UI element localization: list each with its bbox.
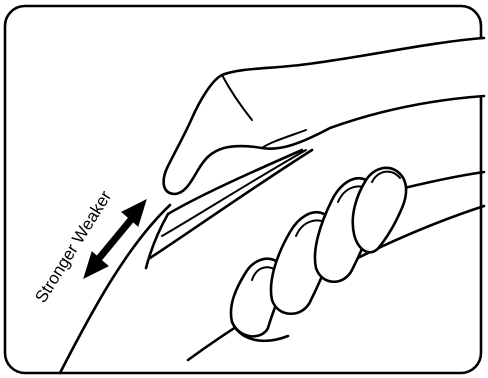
palm-outline — [230, 320, 290, 343]
knuckle-line — [221, 74, 253, 121]
top-hand — [162, 36, 486, 196]
frame-border — [3, 4, 483, 375]
double-headed-arrow-icon — [83, 199, 147, 279]
thumb-crease — [261, 129, 307, 149]
finger-4-nail — [371, 170, 401, 183]
lower-hand — [229, 166, 408, 343]
strength-label: Stronger Weaker — [31, 187, 115, 306]
surface-curve — [58, 203, 172, 375]
strip-upper-edge — [166, 148, 304, 216]
finger-4 — [351, 166, 408, 254]
strip-tip — [144, 212, 170, 270]
strip-middle-line — [161, 149, 307, 237]
strip-lower-edge — [148, 148, 314, 260]
